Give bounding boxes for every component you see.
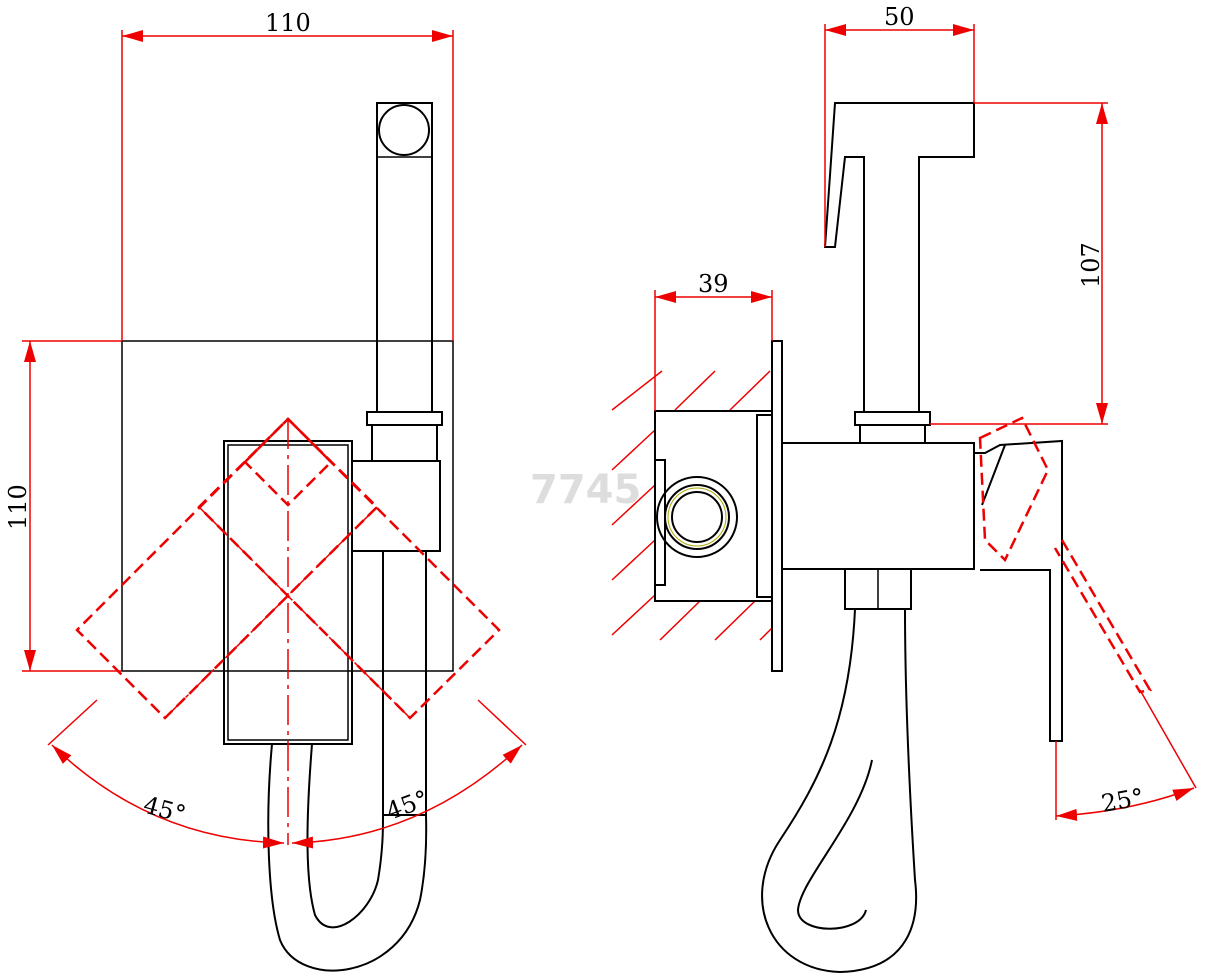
- angle-right-label: 45°: [382, 785, 432, 826]
- wall-hatching: [611, 370, 773, 641]
- cover-plate: [771, 340, 783, 672]
- mixer-body: [781, 442, 975, 570]
- spray-nozzle: [378, 104, 430, 156]
- nut: [366, 411, 443, 426]
- head-width-label: 50: [884, 3, 915, 31]
- mounting-box: [654, 410, 773, 602]
- lever-angle-label: 25°: [1099, 783, 1146, 818]
- hose: [761, 608, 918, 974]
- lever: [974, 439, 1063, 742]
- lever-rotated: [978, 416, 1050, 563]
- hose-inner: [306, 743, 384, 929]
- hose-outer: [267, 743, 428, 972]
- spray-head: [823, 102, 975, 412]
- front-view: [22, 30, 527, 972]
- side-view: [611, 24, 1197, 974]
- watermark: 7745: [530, 467, 641, 513]
- depth-label: 39: [698, 270, 729, 298]
- sprayer-pipe: [376, 102, 433, 413]
- holder: [351, 460, 441, 552]
- inlet: [656, 476, 738, 558]
- angle-left-label: 45°: [140, 791, 188, 829]
- front-width-label: 110: [265, 9, 311, 37]
- front-height-label: 110: [4, 484, 32, 530]
- head-height-label: 107: [1077, 242, 1105, 288]
- hose-connector: [382, 551, 427, 816]
